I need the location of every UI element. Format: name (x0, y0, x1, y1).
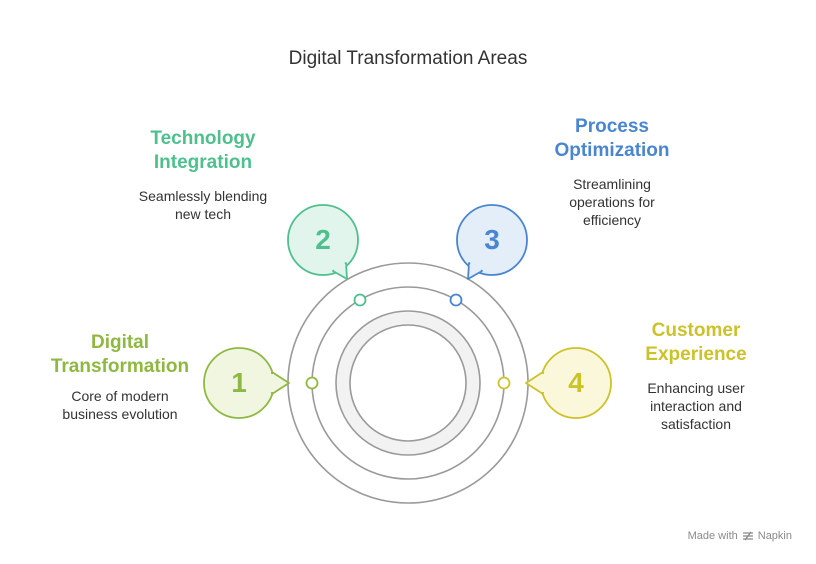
area-title-line1: Technology (150, 128, 256, 149)
area-title-line2: Integration (153, 152, 253, 173)
napkin-logo-icon (742, 531, 754, 541)
marker-dot-4 (497, 376, 511, 390)
area-title-line2: Transformation (50, 356, 190, 377)
bubble-3 (456, 204, 528, 280)
area-title-line2: Optimization (554, 140, 670, 161)
area-desc-line3: satisfaction (660, 416, 732, 432)
napkin-watermark[interactable]: Made with Napkin (688, 530, 792, 542)
area-desc-line2: operations for (569, 194, 655, 210)
area-desc-line3: efficiency (582, 212, 642, 228)
diagram-title: Digital Transformation Areas (288, 48, 528, 69)
inner-ring-outer-edge (335, 310, 481, 456)
marker-dot-2 (353, 293, 367, 307)
marker-dot-1 (305, 376, 319, 390)
area-title-line1: Process (575, 116, 649, 137)
bubble-number-4: 4 (568, 367, 584, 398)
bubble-1 (203, 347, 290, 419)
area-desc-line1: Core of modern (71, 388, 169, 404)
inner-ring-inner-edge (349, 324, 467, 442)
bubble-number-2: 2 (315, 224, 331, 255)
area-digital-transformation: Digital Transformation Core of modern bu… (40, 331, 200, 423)
bubble-2 (287, 204, 359, 280)
area-title-line2: Experience (645, 344, 747, 365)
area-title-line1: Customer (651, 320, 741, 341)
area-desc-line2: interaction and (650, 398, 742, 414)
area-technology-integration: Technology Integration Seamlessly blendi… (113, 127, 293, 223)
area-title-line1: Digital (90, 332, 150, 353)
watermark-made-with: Made with (687, 530, 738, 542)
area-desc-line2: business evolution (62, 406, 178, 422)
bubble-number-3: 3 (484, 224, 500, 255)
inner-ring-band (336, 311, 480, 455)
area-desc-line1: Streamlining (573, 176, 651, 192)
area-process-optimization: Process Optimization Streamlining operat… (522, 115, 702, 229)
watermark-brand: Napkin (757, 530, 792, 542)
bubble-4 (525, 347, 612, 419)
marker-dot-3 (449, 293, 463, 307)
bubble-number-1: 1 (231, 367, 247, 398)
outer-ring (287, 262, 529, 504)
area-desc-line1: Enhancing user (647, 380, 745, 396)
area-desc-line2: new tech (174, 206, 232, 222)
area-customer-experience: Customer Experience Enhancing user inter… (606, 319, 786, 433)
area-desc-line1: Seamlessly blending (138, 188, 268, 204)
